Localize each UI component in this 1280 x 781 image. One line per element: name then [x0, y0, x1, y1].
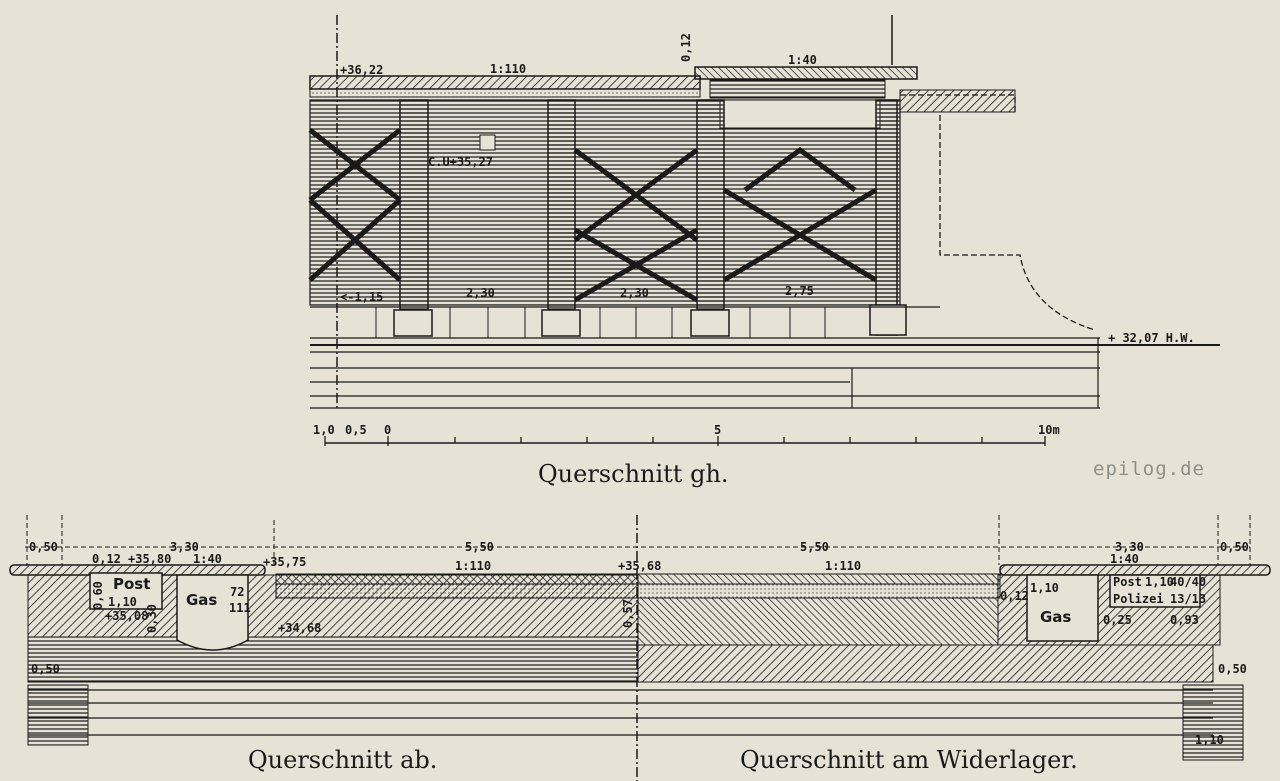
deck-fill	[309, 88, 701, 98]
level-34-68: +34,68	[278, 621, 321, 635]
gas-ratio-top: 72	[230, 585, 244, 599]
waterline-courses	[310, 337, 1220, 409]
slope-label-walk: 1:40	[788, 53, 817, 67]
scale-label-10m: 10m	[1038, 423, 1060, 437]
dim-3-30-right: 3,30	[1115, 540, 1144, 554]
scale-label-0-5: 0,5	[345, 423, 367, 437]
columns	[393, 99, 907, 337]
foundation-piles	[375, 307, 826, 338]
pp-ratio-b: 13/13	[1170, 592, 1206, 606]
abutment-block	[637, 644, 1214, 683]
sidewalk-beams	[709, 79, 886, 99]
watermark: epilog.de	[1093, 458, 1205, 480]
gas-right-width: 1,10	[1030, 581, 1059, 595]
slope-1-40-left: 1:40	[193, 552, 222, 566]
gas-ratio-bottom: 111	[229, 601, 251, 615]
slope-1-110-right: 1:110	[825, 559, 861, 573]
slope-1-110-left: 1:110	[455, 559, 491, 573]
mid-0-57: 0,57	[621, 599, 635, 628]
scale-label-5: 5	[714, 423, 721, 437]
pp-width: 1,10	[1145, 575, 1174, 589]
right-0-50-low: 0,50	[1218, 662, 1247, 676]
section-title-ab: Querschnitt ab.	[248, 746, 437, 774]
slope-1-40-right: 1:40	[1110, 552, 1139, 566]
post-height-0-60: 0,60	[91, 581, 105, 610]
post-label-right: Post	[1113, 575, 1142, 589]
post-duct-left	[89, 572, 163, 610]
right-sidewalk-slab	[999, 564, 1271, 576]
right-0-93: 0,93	[1170, 613, 1199, 627]
span-label-3: 2,30	[620, 286, 649, 300]
gas-duct-left	[176, 574, 249, 651]
left-pier	[27, 684, 89, 746]
span-label-2: 2,30	[466, 286, 495, 300]
left-girders	[27, 636, 639, 683]
scale-bar: 1,0 0,5 0 5 10m	[313, 423, 1060, 446]
right-pier	[1182, 684, 1244, 761]
post-width-1-10: 1,10	[108, 595, 137, 609]
level-35-80: +35,80	[128, 552, 171, 566]
gap-0-25: 0,25	[1103, 613, 1132, 627]
span-label-1: <-1,15	[340, 290, 383, 304]
level-35-68: +35,68	[618, 559, 661, 573]
scale-label-1-0: 1,0	[313, 423, 335, 437]
post-police-duct-right	[1109, 574, 1201, 608]
top-cross-section: +36,22 1:110 0,12 1:40 C.U+35,27 <-1,15 …	[308, 15, 1220, 488]
deck-slab	[309, 75, 701, 90]
dim-5-50-a: 5,50	[465, 540, 494, 554]
section-title-gh: Querschnitt gh.	[538, 460, 729, 488]
level-35-75: +35,75	[263, 555, 306, 569]
step-0-12: 0,12	[92, 552, 121, 566]
pp-ratio-a: 40/40	[1170, 575, 1206, 589]
gas-label-right: Gas	[1040, 608, 1071, 626]
lower-courses	[28, 689, 1213, 736]
level-35-08: +35,08	[105, 609, 148, 623]
gas-label-left: Gas	[186, 591, 217, 609]
depth-0-30: 0,30	[145, 604, 159, 633]
abutment-outline	[900, 94, 1096, 331]
slope-label-deck: 1:110	[490, 62, 526, 76]
abutment-1-10: 1,10	[1195, 733, 1224, 747]
cu-level-label: C.U+35,27	[428, 155, 493, 169]
section-title-abutment: Querschnitt am Widerlager.	[740, 746, 1078, 774]
level-label-36-22: +36,22	[340, 63, 383, 77]
dim-5-50-b: 5,50	[800, 540, 829, 554]
bottom-cross-sections: 0,50 3,30 5,50 5,50 3,30 0,50 0,12 +35,8…	[9, 515, 1271, 781]
arch-masonry	[637, 597, 999, 646]
dim-0-50-left: 0,50	[29, 540, 58, 554]
step-label-0-12: 0,12	[679, 33, 693, 62]
utility-box	[479, 134, 496, 151]
dimension-ticks	[26, 515, 1251, 565]
post-label-left: Post	[113, 575, 150, 593]
sidewalk-opening	[719, 99, 881, 129]
polizei-label: Polizei	[1113, 592, 1164, 606]
dim-0-50-right: 0,50	[1220, 540, 1249, 554]
water-level-label: + 32,07 H.W.	[1108, 331, 1195, 345]
scale-label-0: 0	[384, 423, 391, 437]
gas-duct-right	[1026, 574, 1099, 642]
left-0-50-low: 0,50	[31, 662, 60, 676]
cornice	[899, 89, 1016, 113]
cross-bracing	[308, 128, 878, 303]
dim-3-30-left: 3,30	[170, 540, 199, 554]
span-label-4: 2,75	[785, 284, 814, 298]
sidewalk-slab	[694, 66, 918, 80]
right-0-12: 0,12	[1000, 589, 1029, 603]
